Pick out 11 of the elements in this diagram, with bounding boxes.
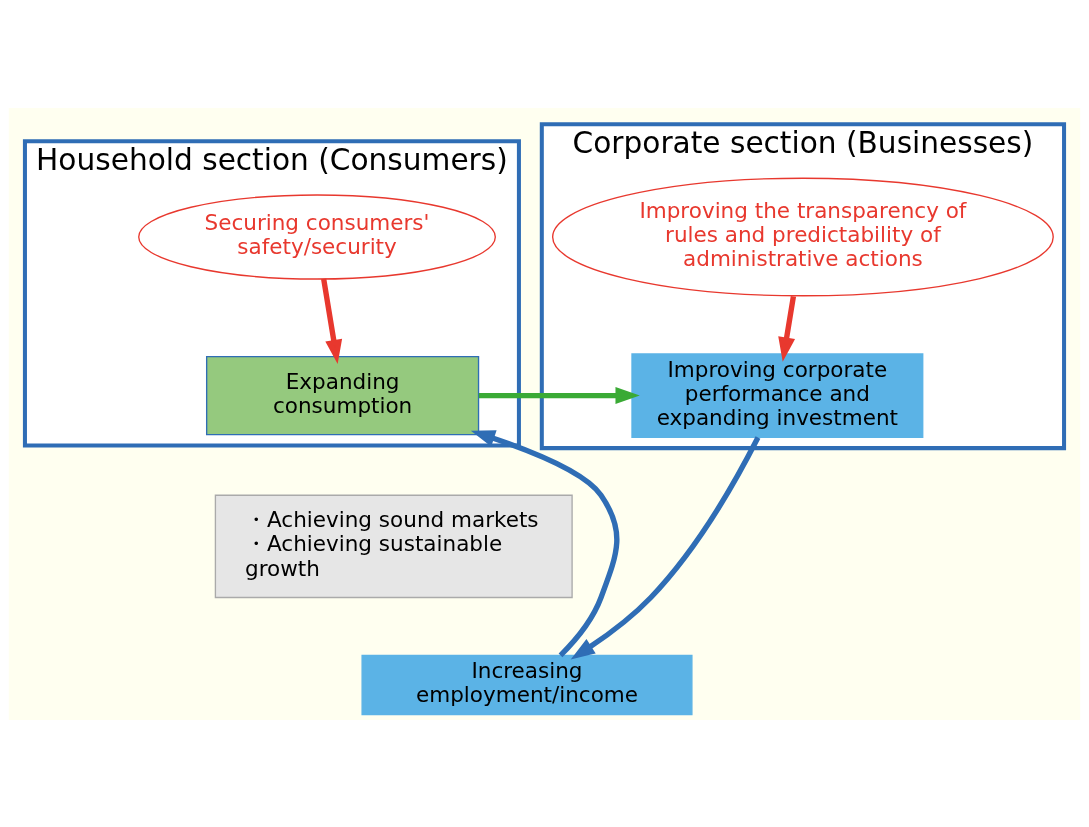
node-ellipse: Securing consumers' safety/security xyxy=(138,193,496,280)
node-box: Improving corporate performance and expanding investment xyxy=(631,352,924,438)
node-box: Increasing employment/income xyxy=(361,654,693,715)
arrow xyxy=(778,295,797,362)
arrow xyxy=(570,435,761,659)
arrow xyxy=(321,277,343,364)
node-box: ・Achieving sound markets ・Achieving sustainable growth xyxy=(214,494,573,598)
node-box: Expanding consumption xyxy=(205,355,480,435)
arrow xyxy=(478,386,640,404)
arrow xyxy=(470,429,620,657)
node-ellipse: Improving the transparency of rules and predictability of administrative actions xyxy=(552,177,1054,296)
